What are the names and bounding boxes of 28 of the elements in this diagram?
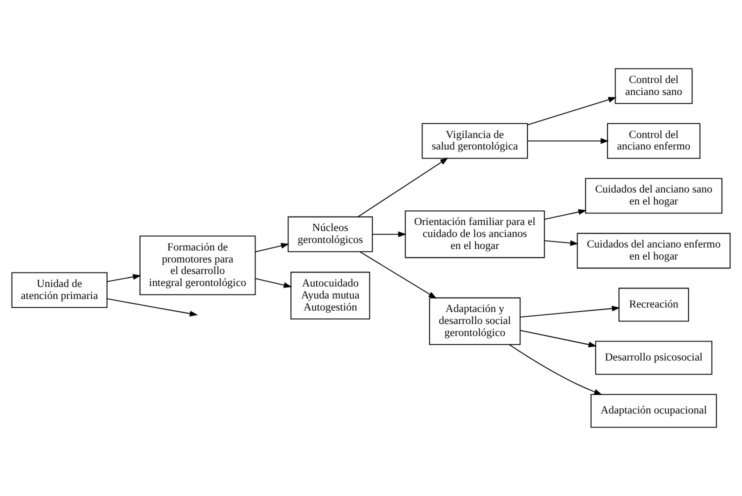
- arrow: [527, 96, 617, 126]
- arrow: [520, 330, 597, 348]
- node-box: Núcleos gerontológicos: [288, 216, 373, 252]
- arrow: [358, 158, 448, 218]
- node-box: Adaptación ocupacional: [590, 394, 717, 428]
- node-box: Vigilancia de salud gerontológica: [422, 123, 528, 159]
- node-box: Orientación familiar para el cuidado de los ancianos en el hogar: [404, 210, 545, 258]
- node-box: Control del anciano sano: [614, 68, 693, 104]
- node-box: Cuidados del anciano sano en el hogar: [585, 178, 722, 214]
- arrow: [360, 251, 437, 299]
- arrow: [508, 344, 602, 395]
- node-box: Adaptación y desarrollo social gerontológico: [429, 297, 521, 345]
- node-box: Autocuidado Ayuda mutua Autogestión: [290, 272, 370, 320]
- node-box: Control del anciano enfermo: [607, 123, 700, 159]
- node-box: Desarrollo psicosocial: [595, 340, 712, 375]
- arrow: [106, 298, 198, 316]
- node-box: Formación de promotores para el desarrollo integral gerontológico: [140, 236, 256, 296]
- arrow: [544, 209, 587, 220]
- arrow: [520, 306, 620, 318]
- node-box: Recreación: [618, 288, 689, 322]
- arrow: [527, 138, 609, 144]
- arrow: [372, 231, 406, 238]
- node-box: Unidad de atención primaria: [11, 272, 108, 308]
- arrow: [255, 242, 290, 252]
- arrow: [544, 240, 578, 246]
- arrow: [255, 278, 292, 288]
- arrow: [106, 274, 142, 282]
- node-box: Cuidados del anciano enfermo en el hogar: [576, 232, 731, 269]
